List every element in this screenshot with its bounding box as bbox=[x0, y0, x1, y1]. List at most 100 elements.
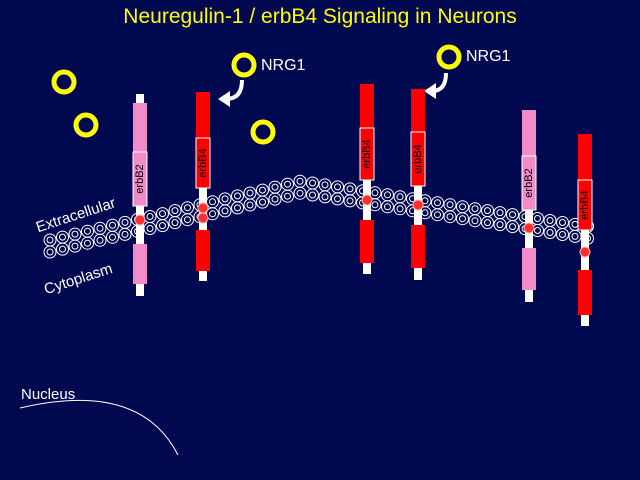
lipid-icon bbox=[156, 207, 169, 221]
lipid-icon bbox=[268, 192, 282, 206]
receptor-cytoplasmic-domain bbox=[411, 225, 425, 268]
lipid-icon bbox=[481, 216, 494, 230]
receptor-tip bbox=[136, 94, 144, 103]
lipid-icon bbox=[468, 202, 482, 216]
lipid-icon bbox=[443, 198, 457, 212]
phosphorylation-site-icon bbox=[579, 246, 591, 258]
receptor-name-label: erbB4 bbox=[197, 148, 209, 177]
lipid-icon bbox=[493, 218, 507, 232]
lipid-icon bbox=[93, 233, 107, 247]
lipid-icon bbox=[231, 189, 244, 203]
lipid-icon bbox=[156, 219, 169, 233]
lipid-icon bbox=[381, 188, 394, 202]
nrg1-label-left: NRG1 bbox=[261, 57, 306, 74]
nucleus-membrane bbox=[19, 399, 179, 456]
lipid-icon bbox=[181, 213, 194, 227]
lipid-icon bbox=[306, 176, 319, 190]
lipid-icon bbox=[393, 202, 407, 216]
receptor-erbB4: erbB4 bbox=[195, 92, 211, 281]
lipid-icon bbox=[556, 216, 569, 229]
lipid-icon bbox=[543, 214, 557, 227]
phosphorylation-site-icon bbox=[523, 222, 535, 234]
lipid-icon bbox=[431, 208, 444, 222]
phosphorylation-site-icon bbox=[197, 212, 209, 224]
lipid-icon bbox=[181, 201, 194, 215]
lipid-icon bbox=[393, 190, 407, 204]
receptors: erbB2 erbB4 erbB4 erbB4 erbB2 erbB4 bbox=[132, 84, 593, 326]
lipid-icon bbox=[81, 224, 94, 238]
lipid-icon bbox=[143, 210, 157, 223]
lipid-icon bbox=[43, 233, 57, 247]
receptor-name-label: erbB2 bbox=[523, 168, 535, 197]
receptor-erbB2: erbB2 bbox=[521, 110, 537, 302]
lipid-icon bbox=[556, 228, 569, 241]
receptor-tail bbox=[199, 271, 207, 281]
nrg1-ligand-icon bbox=[51, 69, 77, 95]
lipid-icon bbox=[343, 182, 357, 196]
binding-arrows bbox=[218, 72, 448, 107]
receptor-cytoplasmic-domain bbox=[360, 220, 374, 263]
lipid-icon bbox=[306, 188, 319, 202]
free-ligands bbox=[51, 44, 462, 145]
nrg1-ligand-icon bbox=[436, 44, 462, 70]
receptor-cytoplasmic-domain bbox=[578, 270, 592, 315]
phosphorylation-site-icon bbox=[361, 194, 373, 206]
lipid-icon bbox=[268, 180, 282, 194]
receptor-extracellular-domain bbox=[360, 84, 374, 128]
phosphorylation-site-icon bbox=[412, 199, 424, 211]
receptor-name-label: erbB2 bbox=[134, 164, 146, 193]
lipid-icon bbox=[281, 177, 294, 191]
lipid-icon bbox=[293, 186, 307, 200]
lipid-icon bbox=[506, 220, 519, 234]
lipid-icon bbox=[281, 189, 294, 203]
receptor-tail bbox=[525, 290, 533, 302]
lipid-icon bbox=[456, 200, 469, 214]
receptor-erbB4: erbB4 bbox=[410, 89, 426, 280]
nrg1-label-right: NRG1 bbox=[466, 48, 511, 65]
lipid-icon bbox=[481, 204, 494, 218]
lipid-icon bbox=[343, 194, 357, 208]
lipid-icon bbox=[43, 245, 57, 259]
lipid-icon bbox=[68, 227, 82, 241]
receptor-extracellular-domain bbox=[522, 110, 536, 156]
nrg1-ligand-icon bbox=[250, 119, 276, 145]
lipid-icon bbox=[243, 198, 257, 212]
receptor-extracellular-domain bbox=[196, 92, 210, 138]
plasma-membrane bbox=[43, 174, 594, 259]
receptor-name-label: erbB4 bbox=[579, 190, 591, 219]
lipid-icon bbox=[431, 196, 444, 210]
lipid-icon bbox=[543, 226, 557, 239]
lipid-icon bbox=[118, 227, 132, 241]
receptor-erbB4: erbB4 bbox=[359, 84, 375, 274]
receptor-extracellular-domain bbox=[133, 103, 147, 152]
lipid-icon bbox=[318, 190, 332, 204]
lipid-icon bbox=[218, 204, 232, 218]
receptor-tail bbox=[581, 315, 589, 326]
lipid-icon bbox=[468, 214, 482, 228]
lipid-icon bbox=[218, 192, 232, 206]
lipid-icon bbox=[118, 215, 132, 229]
lipid-icon bbox=[56, 242, 69, 256]
receptor-erbB4: erbB4 bbox=[577, 134, 593, 326]
lipid-icon bbox=[168, 204, 182, 218]
lipid-icon bbox=[143, 222, 157, 235]
receptor-cytoplasmic-domain bbox=[133, 244, 147, 284]
receptor-tail bbox=[136, 284, 144, 296]
diagram-title: Neuregulin-1 / erbB4 Signaling in Neuron… bbox=[123, 5, 517, 28]
lipid-icon bbox=[318, 178, 332, 192]
receptor-erbB2: erbB2 bbox=[132, 94, 148, 296]
lipid-icon bbox=[106, 218, 119, 232]
receptor-cytoplasmic-domain bbox=[522, 248, 536, 290]
lipid-icon bbox=[568, 229, 582, 243]
receptor-extracellular-domain bbox=[578, 134, 592, 180]
lipid-icon bbox=[168, 216, 182, 230]
receptor-cytoplasmic-domain bbox=[196, 230, 210, 271]
lipid-icon bbox=[256, 183, 269, 197]
nrg1-ligand-icon bbox=[73, 112, 99, 138]
nrg1-ligand-icon bbox=[231, 52, 257, 78]
lipid-icon bbox=[331, 192, 344, 206]
receptor-tail bbox=[414, 268, 422, 280]
lipid-icon bbox=[381, 200, 394, 214]
